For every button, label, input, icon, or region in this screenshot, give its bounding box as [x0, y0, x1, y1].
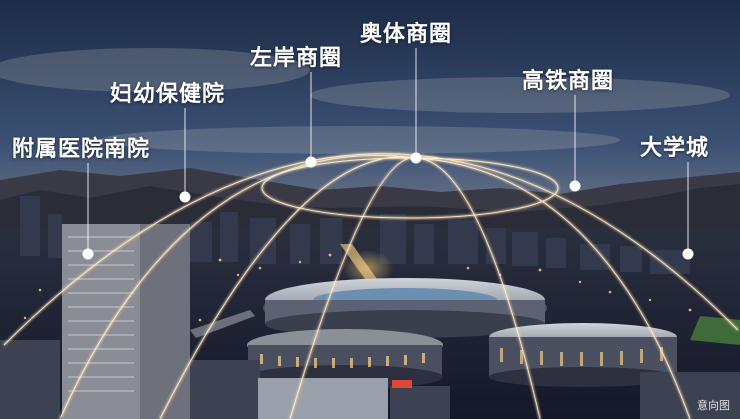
hospital-tower [62, 224, 190, 419]
marker-olympic [410, 152, 422, 164]
marker-left-bank [305, 156, 317, 168]
label-maternity-hospital: 妇幼保健院 [110, 81, 226, 107]
label-high-speed-rail: 高铁商圈 [522, 68, 615, 94]
city-lights [23, 253, 722, 327]
label-left-bank: 左岸商圈 [250, 45, 343, 71]
skyline [20, 196, 690, 274]
label-affiliated-hospital: 附属医院南院 [12, 136, 151, 162]
main-stadium [263, 278, 547, 338]
label-university-city: 大学城 [640, 135, 710, 161]
marker-university-city [682, 248, 694, 260]
coverage-dome-core [3, 153, 739, 419]
clouds [0, 48, 730, 154]
foreground-buildings [0, 340, 740, 419]
building-sign [392, 380, 412, 388]
label-olympic: 奥体商圈 [360, 21, 453, 47]
marker-maternity-hospital [179, 191, 191, 203]
marker-affiliated-hospital [82, 248, 94, 260]
watermark: 意向图 [697, 399, 730, 412]
leader-lines [87, 48, 689, 254]
marker-high-speed-rail [569, 180, 581, 192]
location-markers [82, 152, 694, 260]
green-field [690, 316, 740, 345]
